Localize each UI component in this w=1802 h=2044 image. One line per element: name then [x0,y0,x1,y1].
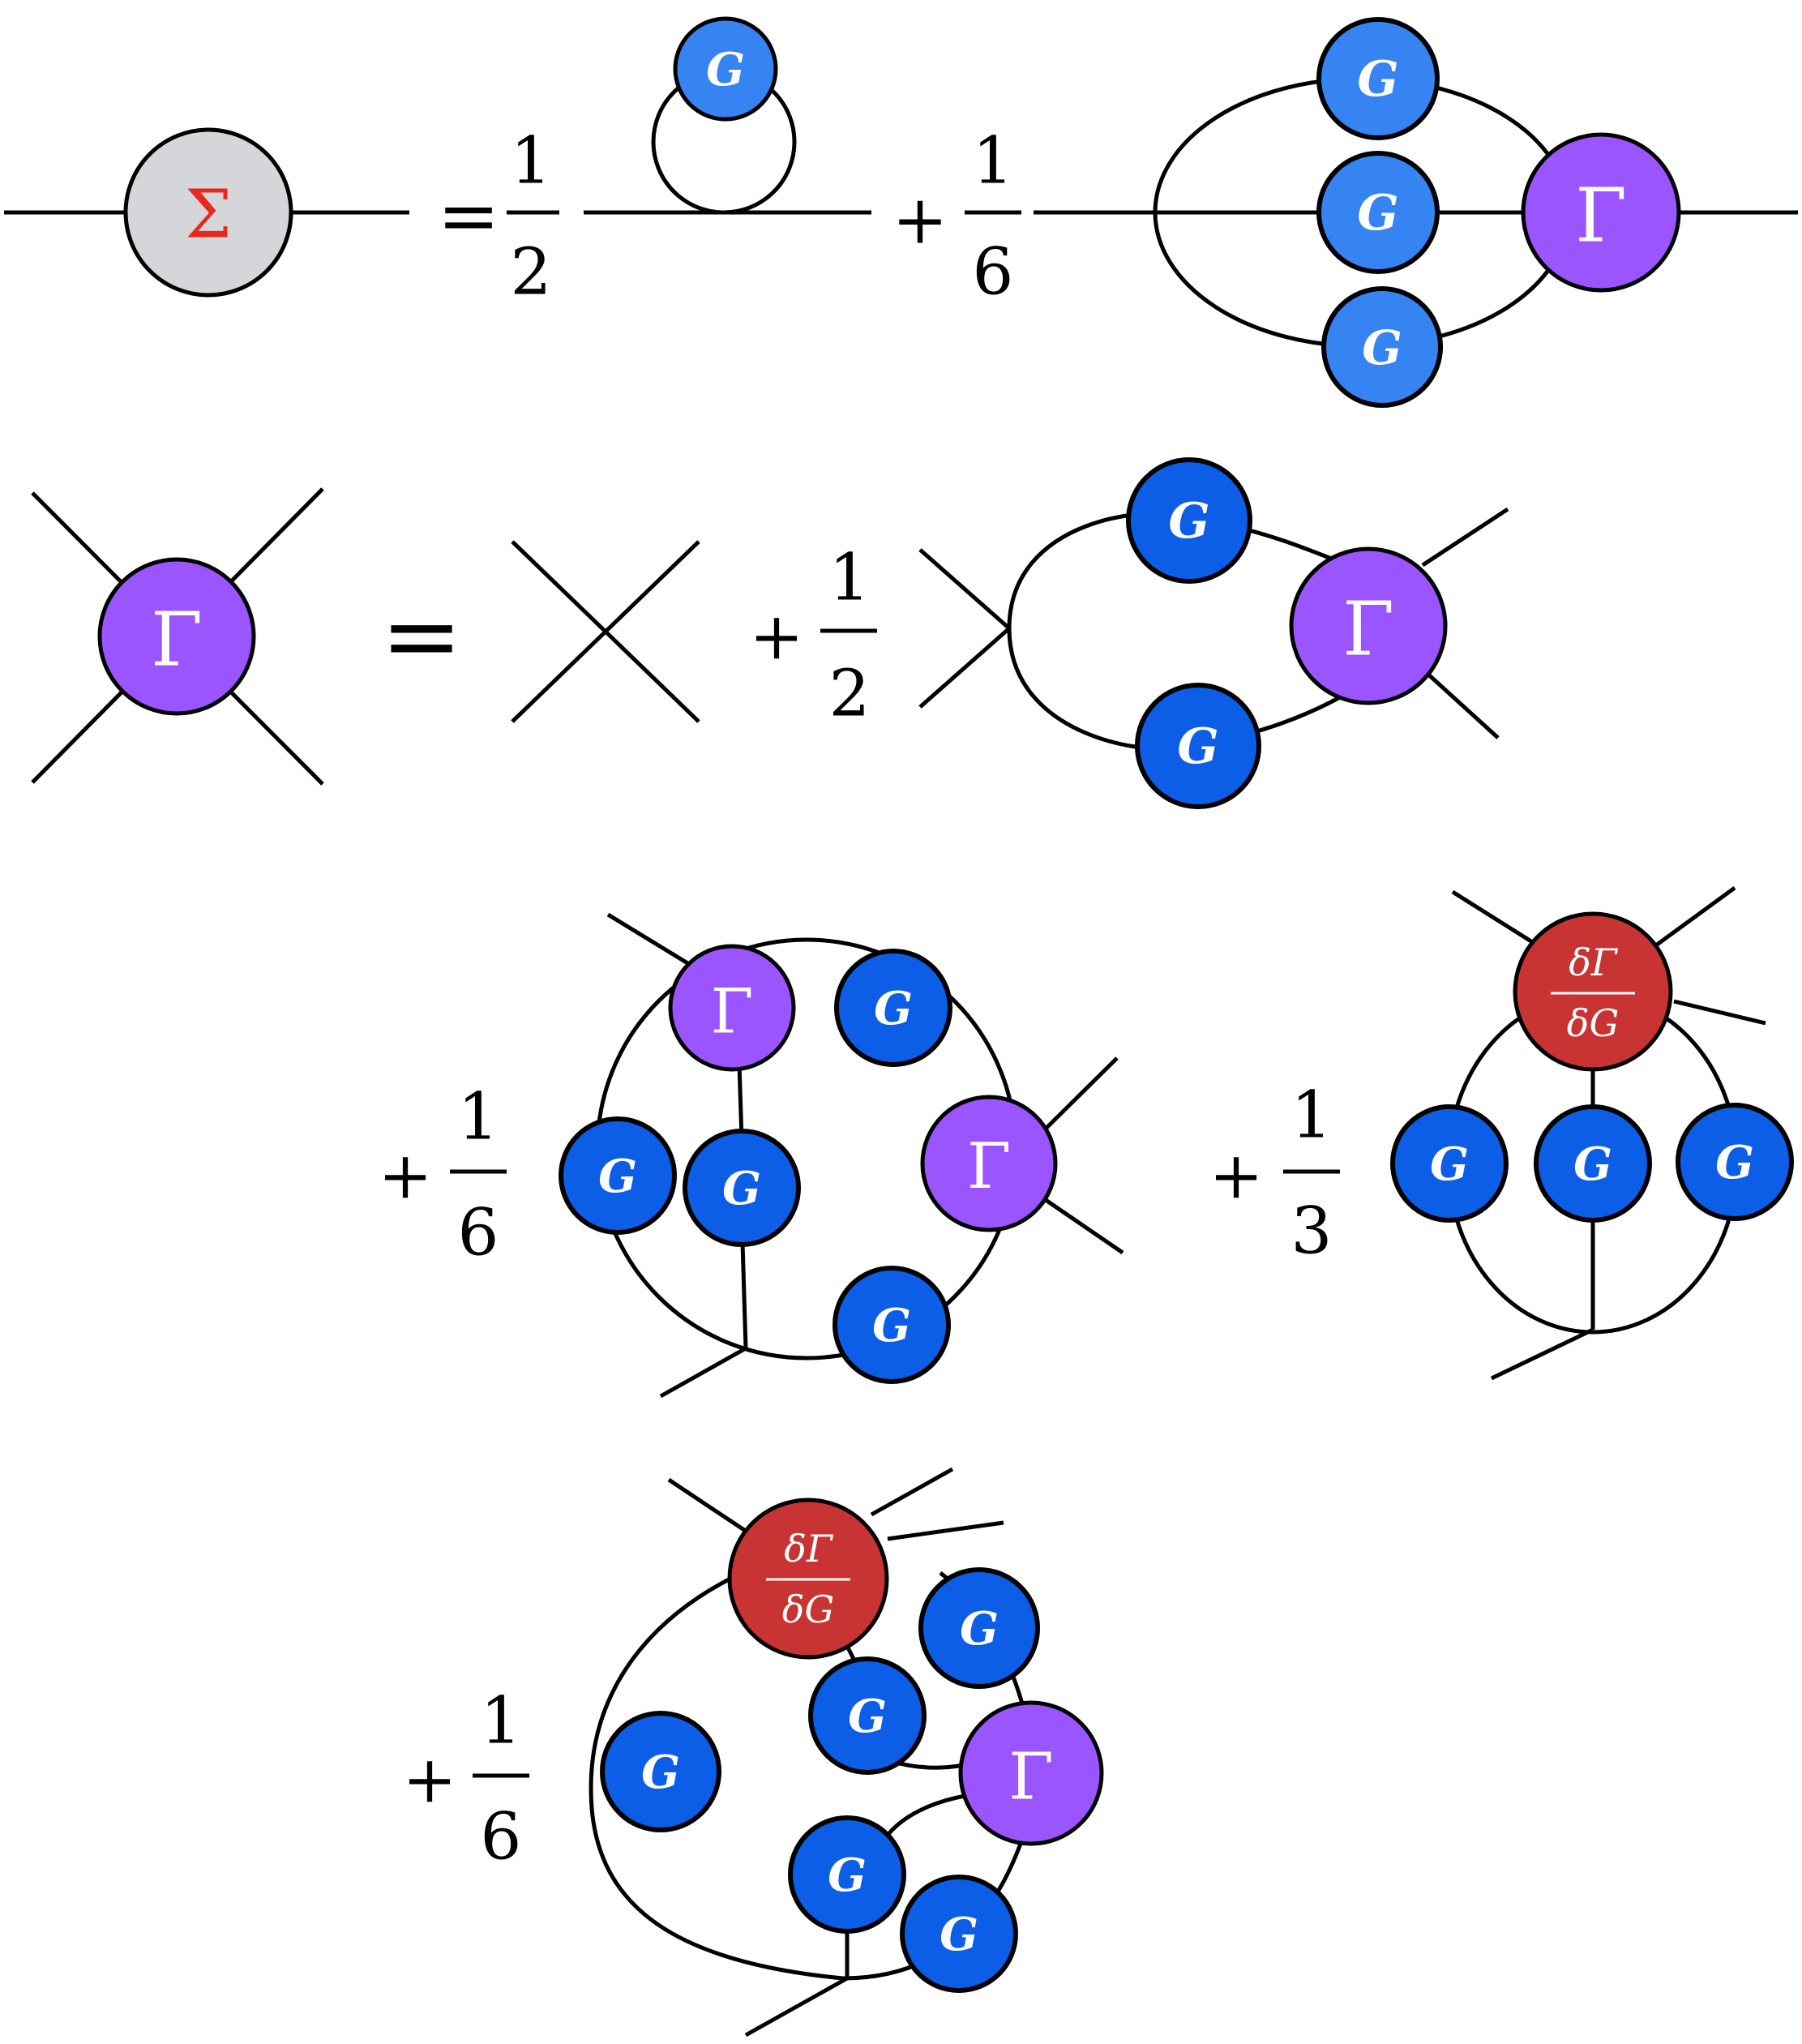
dgamma-numerator: δΓ [1569,941,1619,984]
gamma-equation: Γ = + 1 2 G G Γ [31,457,1509,809]
loop-b-leg-3 [1673,999,1766,1026]
g-label: G [874,982,913,1035]
fraction-3-den: 2 [829,656,871,731]
g-node-tadpole [673,16,778,122]
plus-sign-1: + [892,182,948,259]
sigma-equation: Σ = 1 2 G + 1 6 G G G Γ [4,16,1798,408]
loop-a-leg-3 [1044,1056,1119,1130]
loop-b-leg-2 [1652,885,1736,949]
gamma-label: Γ [967,1130,1011,1203]
g-node-loop-a-top-right [834,949,952,1067]
loop-b-leg-1 [1451,889,1542,949]
plus-sign-4: + [1209,1138,1263,1214]
g-label: G [1573,1138,1612,1191]
g-label: G [1357,185,1398,242]
loop-c-leg-2 [870,1467,954,1517]
gamma-label: Γ [1342,586,1394,673]
dgamma-node-loop-b [1513,911,1673,1072]
g-node-sunset-bottom [1321,286,1443,408]
fraction-3-num: 1 [829,540,871,615]
fraction-2-num: 1 [973,123,1014,199]
g-node-loop-a-left [559,1116,677,1235]
fraction-6-num: 1 [481,1683,522,1759]
g-label: G [1362,320,1402,375]
loop-c-leg-3 [887,1520,1004,1541]
g-node-loop-b-left [1390,1104,1509,1223]
g-node-loop-c-inner [808,1656,927,1775]
gamma-label: Γ [151,597,203,683]
g-label: G [722,1162,761,1215]
loop-b-leg-bottom [1490,1327,1594,1381]
g-label: G [1168,493,1209,550]
g-node-loop-c-bottom-inner [788,1815,906,1934]
g-node-loop-b-right [1676,1103,1794,1221]
fraction-5-den: 3 [1291,1193,1333,1269]
dgamma-denominator: δG [782,1588,834,1631]
loop-a-leg-2 [659,1346,747,1399]
gamma-node-lhs [97,557,256,716]
fraction-4-num: 1 [458,1079,499,1155]
g-label: G [598,1150,637,1203]
fraction-4-den: 6 [458,1195,499,1271]
fraction-1-den: 2 [511,234,552,310]
g-node-loop-a-bottom [833,1266,951,1384]
bubble-right-leg-1 [1421,507,1509,568]
gamma-label: Γ [711,975,754,1048]
gamma-label: Γ [1575,173,1627,259]
g-node-loop-c-top-right [918,1567,1040,1689]
g-label: G [872,1299,911,1352]
g-node-loop-c-bottom-right [900,1875,1018,1993]
fraction-2-den: 6 [973,234,1014,310]
gamma-node-loop-c [958,1700,1104,1846]
gamma-node-loop-a-top [668,944,796,1072]
g-node-loop-c-left [600,1711,721,1832]
g-label: G [1357,51,1398,108]
bubble-left-leg-2 [918,627,1011,709]
gamma-node-loop-a-right [920,1095,1058,1232]
two-loop-term-a: + 1 6 Γ G G G Γ G [378,912,1124,1399]
loop-c-leg-1 [667,1477,755,1539]
loop-a-leg-4 [1044,1198,1124,1255]
plus-sign-2: + [749,599,803,675]
gamma-node-sunset [1521,132,1681,293]
g-label: G [848,1690,887,1743]
plus-sign-5: + [402,1742,456,1818]
fraction-5-num: 1 [1291,1078,1333,1153]
g-label: G [1430,1138,1469,1191]
g-node-bubble-bottom [1135,683,1261,809]
g-label: G [1177,718,1218,775]
equals-sign-1: = [437,173,499,259]
bubble-right-leg-2 [1425,671,1500,739]
g-label: G [1715,1136,1754,1189]
g-label: G [828,1849,867,1902]
fraction-6-den: 6 [481,1799,522,1875]
g-node-sunset-mid [1316,151,1440,274]
plus-sign-3: + [378,1138,432,1214]
fraction-1-num: 1 [511,123,552,199]
g-label: G [960,1602,999,1656]
g-node-loop-b-mid [1534,1104,1652,1223]
sigma-node [123,127,293,298]
dgamma-numerator: δΓ [784,1527,834,1570]
two-loop-term-c: + 1 6 δΓ δG G G G Γ G G [402,1467,1104,2038]
g-node-sunset-top [1316,17,1440,140]
gamma-label: Γ [1008,1739,1054,1815]
g-label: G [940,1908,978,1961]
g-node-bubble-top [1126,457,1252,584]
two-loop-term-b: + 1 3 δΓ δG G G G [1209,885,1794,1381]
equals-sign-2: = [381,581,463,693]
g-label: G [706,43,745,96]
sigma-label: Σ [185,177,232,254]
dgamma-denominator: δG [1567,1001,1619,1045]
gamma-node-bubble [1289,546,1448,705]
loop-c-leg-bottom [744,1976,849,2038]
g-node-loop-a-inner [683,1129,801,1247]
bubble-left-leg-1 [918,548,1011,630]
bare-vertex-line-2 [511,540,700,723]
g-label: G [641,1746,680,1799]
